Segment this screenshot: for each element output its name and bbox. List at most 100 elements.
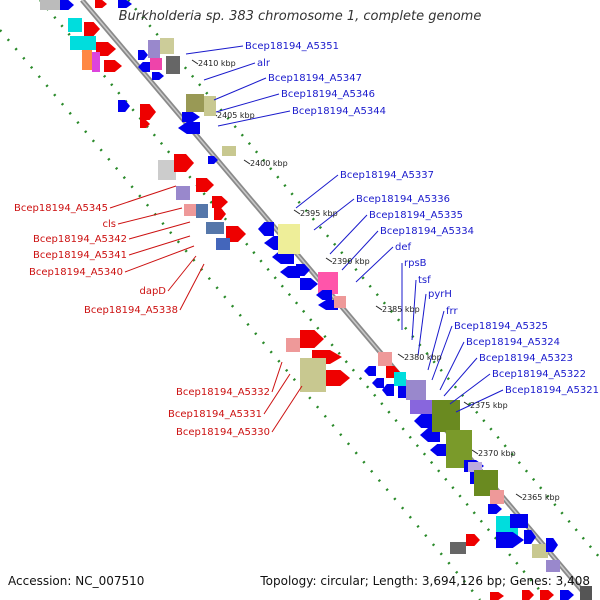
callout-line — [217, 110, 291, 127]
genome-summary-text: Topology: circular; Length: 3,694,126 bp… — [260, 574, 590, 588]
callout-line — [263, 373, 291, 415]
gene-arrow-reverse — [414, 414, 432, 428]
gene-feature — [150, 58, 162, 70]
gene-feature — [278, 224, 300, 254]
gene-arrow-forward — [466, 534, 480, 546]
gene-label-right: Bcep18194_A5344 — [292, 106, 386, 117]
gene-feature — [394, 372, 406, 386]
gene-feature — [92, 52, 100, 72]
gene-label-left: Bcep18194_A5341 — [33, 250, 127, 261]
scale-tick — [397, 353, 405, 359]
scale-tick — [191, 59, 199, 65]
gene-arrow-forward — [118, 100, 130, 112]
gene-arrow-forward — [496, 532, 524, 548]
callout-line — [439, 341, 465, 391]
gene-arrow-forward — [96, 42, 116, 56]
gene-arrow-forward — [524, 530, 536, 544]
scale-tick-label: 2380 kbp — [404, 353, 442, 362]
gene-label-right: Bcep18194_A5347 — [268, 73, 362, 84]
gene-label-right: Bcep18194_A5336 — [356, 194, 450, 205]
scale-tick-label: 2395 kbp — [300, 209, 338, 218]
gene-arrow-forward — [226, 226, 246, 242]
gene-label-left: Bcep18194_A5331 — [168, 409, 262, 420]
gene-arrow-forward — [118, 0, 132, 8]
gene-arrow-reverse — [382, 384, 394, 396]
gene-feature — [490, 490, 504, 504]
scale-tick-label: 2385 kbp — [382, 305, 420, 314]
callout-line — [185, 45, 244, 55]
scale-tick — [515, 493, 523, 499]
gene-arrow-forward — [490, 592, 504, 600]
gene-feature — [378, 352, 392, 366]
gene-label-right: Bcep18194_A5322 — [492, 369, 586, 380]
gene-label-right: alr — [257, 58, 271, 69]
gene-arrow-forward — [140, 104, 156, 120]
gene-feature — [580, 586, 592, 600]
gene-labels: Bcep18194_A5351alrBcep18194_A5347Bcep181… — [14, 41, 599, 438]
gene-feature — [206, 222, 224, 234]
gene-label-left: Bcep18194_A5330 — [176, 427, 270, 438]
label-callouts — [109, 45, 504, 433]
gene-feature — [184, 204, 198, 216]
gene-arrow-forward — [546, 538, 558, 552]
gene-arrow-reverse — [280, 266, 300, 278]
scale-tick-label: 2390 kbp — [332, 257, 370, 266]
gene-arrow-forward — [326, 370, 350, 386]
gene-label-right: Bcep18194_A5351 — [245, 41, 339, 52]
gene-arrow-forward — [182, 112, 200, 122]
gene-arrow-reverse — [364, 366, 376, 376]
gene-feature — [510, 514, 528, 528]
scale-tick — [243, 159, 251, 165]
gene-arrow-reverse — [318, 300, 338, 310]
callout-line — [355, 246, 394, 283]
gene-arrow-forward — [138, 50, 148, 60]
gene-arrow-reverse — [316, 290, 332, 300]
scale-tick-label: 2400 kbp — [250, 159, 288, 168]
scale-tick-label: 2410 kbp — [198, 59, 236, 68]
gene-arrow-reverse — [138, 62, 150, 72]
gene-arrow-forward — [174, 154, 194, 172]
gene-arrow-forward — [140, 120, 150, 128]
gene-label-right: Bcep18194_A5337 — [340, 170, 434, 181]
gene-arrow-reverse — [372, 378, 384, 388]
gene-label-left: Bcep18194_A5332 — [176, 387, 270, 398]
callout-line — [124, 245, 195, 273]
gene-arrow-reverse — [178, 122, 200, 134]
callout-line — [411, 279, 417, 341]
gene-arrow-forward — [152, 72, 164, 80]
scale-tick-marks — [191, 59, 523, 499]
callout-line — [215, 93, 280, 113]
callout-line — [109, 185, 177, 209]
gene-arrow-forward — [214, 208, 226, 220]
scale-tick-label: 2370 kbp — [478, 449, 516, 458]
callout-line — [213, 77, 267, 101]
gene-arrow-forward — [84, 22, 100, 36]
gene-label-right: tsf — [418, 275, 431, 286]
gene-label-right: Bcep18194_A5323 — [479, 353, 573, 364]
gene-label-right: Bcep18194_A5325 — [454, 321, 548, 332]
gene-feature — [410, 400, 434, 414]
gene-feature — [216, 238, 230, 250]
gene-arrow-forward — [196, 178, 214, 192]
gene-arrow-forward — [522, 590, 534, 600]
gene-label-right: Bcep18194_A5334 — [380, 226, 474, 237]
callout-line — [117, 207, 183, 225]
gene-feature — [432, 400, 460, 432]
gene-feature — [160, 38, 174, 54]
gene-feature — [204, 96, 216, 116]
scale-tick — [471, 449, 479, 455]
gene-feature — [82, 50, 92, 70]
map-title: Burkholderia sp. 383 chromosome 1, compl… — [118, 9, 482, 24]
gene-label-right: Bcep18194_A5321 — [505, 385, 599, 396]
callout-line — [128, 221, 191, 240]
callout-line — [203, 62, 256, 81]
gene-features — [40, 0, 592, 600]
gene-feature — [158, 160, 176, 180]
gene-arrow-forward — [208, 156, 218, 164]
gene-label-right: pyrH — [428, 289, 452, 300]
gene-label-left: Bcep18194_A5345 — [14, 203, 108, 214]
scale-tick — [325, 257, 333, 263]
gene-arrow-reverse — [258, 222, 274, 236]
gene-label-right: frr — [446, 306, 458, 317]
